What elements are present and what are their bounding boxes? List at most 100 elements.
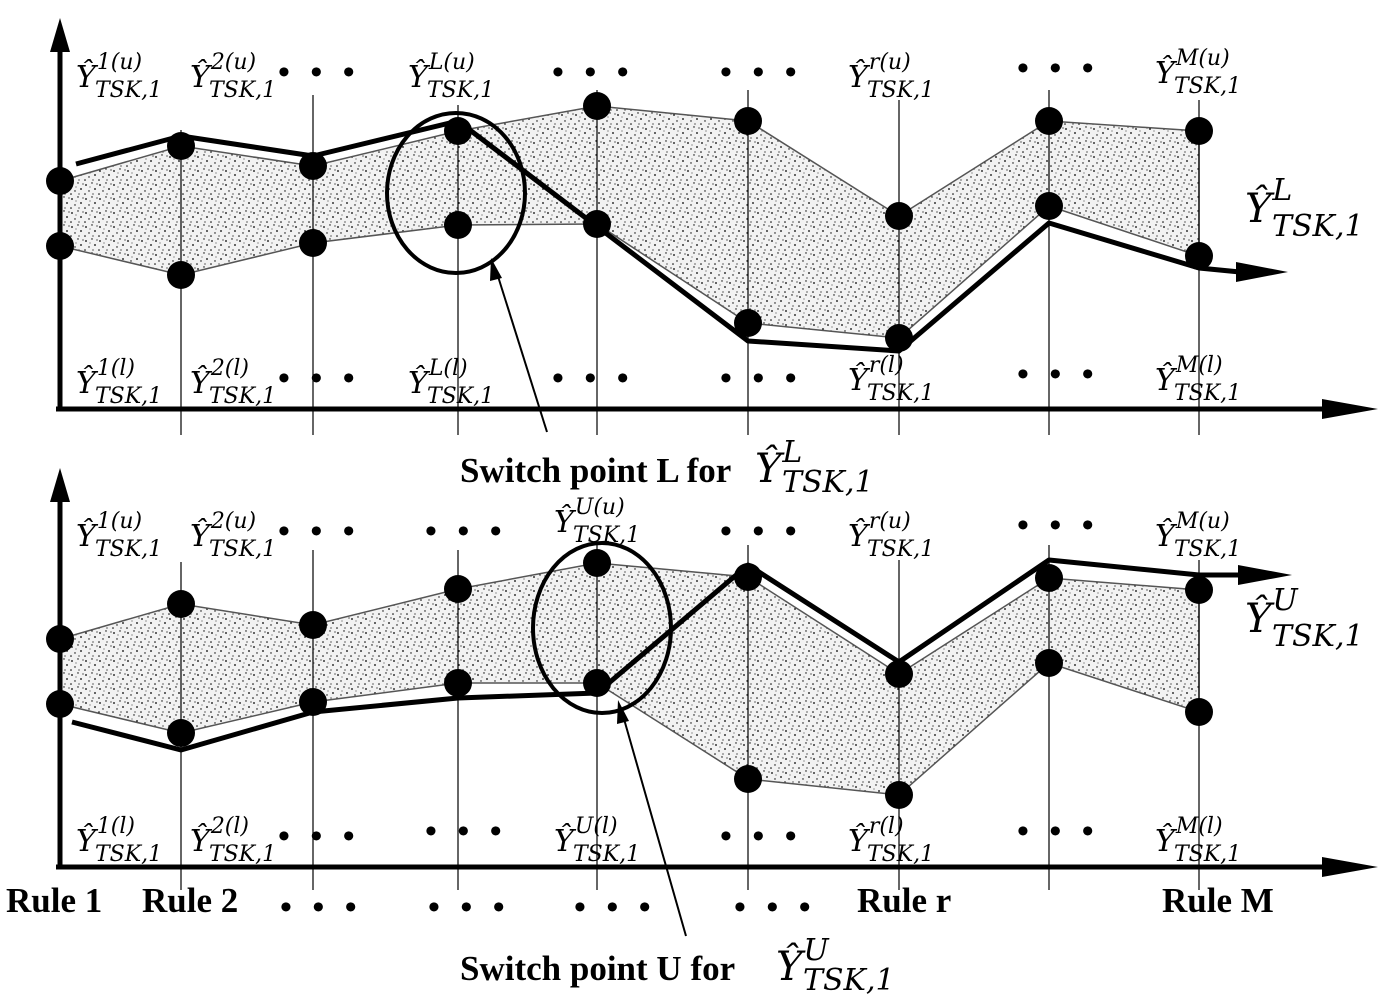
bottom-lower-labels: Ŷ1(l)TSK,1 Ŷ2(l)TSK,1 ŶU(l)TSK,1 Ŷr(l)TS… xyxy=(76,814,1241,867)
top-lower-point xyxy=(1035,192,1063,220)
bottom-upper-label-2: Ŷ2(u)TSK,1 xyxy=(190,509,276,562)
bottom-switch-pointer-arrowhead xyxy=(617,700,629,724)
bottom-lower-point xyxy=(299,688,327,716)
ellipsis-dots: • • • xyxy=(1017,356,1100,393)
top-upper-label-r: Ŷr(u)TSK,1 xyxy=(848,50,934,103)
bottom-x-axis-arrowhead xyxy=(1322,857,1378,877)
top-upper-label-1: Ŷ1(u)TSK,1 xyxy=(76,50,162,103)
top-lower-point xyxy=(444,211,472,239)
ellipsis-dots: • • • xyxy=(280,889,363,926)
top-switch-pointer-arrowhead xyxy=(490,258,502,281)
top-lower-point xyxy=(583,210,611,238)
top-upper-point xyxy=(885,202,913,230)
rule-label-r: Rule r xyxy=(857,881,951,920)
bottom-ellipsis-dots: • • • • • • • • • • • • • • • • • • • • … xyxy=(278,507,1100,855)
ellipsis-dots: • • • xyxy=(720,54,803,91)
ellipsis-dots: • • • xyxy=(734,889,817,926)
bottom-upper-point xyxy=(583,549,611,577)
bottom-upper-point xyxy=(734,563,762,591)
top-upper-point xyxy=(1185,117,1213,145)
top-upper-label-2: Ŷ2(u)TSK,1 xyxy=(190,50,276,103)
bottom-lower-point xyxy=(885,781,913,809)
bottom-lower-label-1: Ŷ1(l)TSK,1 xyxy=(76,814,162,867)
bottom-switch-caption-text: Switch point U for xyxy=(460,949,735,988)
bottom-upper-point xyxy=(1035,564,1063,592)
top-lower-point xyxy=(299,229,327,257)
ellipsis-dots: • • • xyxy=(278,513,361,550)
rule-labels-row: Rule 1 Rule 2 • • • • • • • • • • • • Ru… xyxy=(6,881,1274,926)
bottom-upper-labels: Ŷ1(u)TSK,1 Ŷ2(u)TSK,1 ŶU(u)TSK,1 Ŷr(u)TS… xyxy=(76,495,1241,562)
bottom-switch-pointer-line xyxy=(621,711,687,937)
top-upper-labels: Ŷ1(u)TSK,1 Ŷ2(u)TSK,1 ŶL(u)TSK,1 Ŷr(u)TS… xyxy=(76,46,1241,103)
top-upper-point xyxy=(583,92,611,120)
ellipsis-dots: • • • xyxy=(278,360,361,397)
top-lower-label-2: Ŷ2(l)TSK,1 xyxy=(190,356,276,409)
bottom-upper-label-r: Ŷr(u)TSK,1 xyxy=(848,509,934,562)
bottom-upper-label-U: ŶU(u)TSK,1 xyxy=(554,495,640,548)
bottom-output-arrowhead xyxy=(1238,565,1292,585)
bottom-upper-point xyxy=(444,575,472,603)
ellipsis-dots: • • • xyxy=(720,360,803,397)
bottom-upper-label-M: ŶM(u)TSK,1 xyxy=(1155,509,1241,562)
top-lower-point xyxy=(46,232,74,260)
bottom-panel: Ŷ1(u)TSK,1 Ŷ2(u)TSK,1 ŶU(u)TSK,1 Ŷr(u)TS… xyxy=(6,468,1378,998)
top-switch-caption-text: Switch point L for xyxy=(460,451,731,490)
top-lower-label-M: ŶM(l)TSK,1 xyxy=(1155,353,1241,406)
bottom-lower-point xyxy=(444,669,472,697)
bottom-rule-points xyxy=(46,549,1213,809)
top-output-arrowhead xyxy=(1236,262,1288,282)
bottom-lower-point xyxy=(1185,698,1213,726)
top-upper-point xyxy=(46,167,74,195)
top-output-curve-L xyxy=(75,118,1241,354)
ellipsis-dots: • • • xyxy=(278,818,361,855)
bottom-y-axis-arrowhead xyxy=(50,468,70,502)
bottom-upper-point xyxy=(885,660,913,688)
ellipsis-dots: • • • xyxy=(720,513,803,550)
top-upper-label-M: ŶM(u)TSK,1 xyxy=(1155,46,1241,99)
top-lower-point xyxy=(885,324,913,352)
ellipsis-dots: • • • xyxy=(552,360,635,397)
top-upper-point xyxy=(1035,107,1063,135)
top-upper-point xyxy=(734,107,762,135)
top-panel: Ŷ1(u)TSK,1 Ŷ2(u)TSK,1 ŶL(u)TSK,1 Ŷr(u)TS… xyxy=(46,18,1378,500)
top-upper-point xyxy=(167,132,195,160)
top-lower-label-r: Ŷr(l)TSK,1 xyxy=(848,353,934,406)
bottom-lower-label-r: Ŷr(l)TSK,1 xyxy=(848,814,934,867)
ellipsis-dots: • • • xyxy=(425,513,508,550)
top-switch-point-ellipse xyxy=(385,111,527,275)
ellipsis-dots: • • • xyxy=(720,818,803,855)
top-switch-pointer-line xyxy=(495,269,548,433)
bottom-lower-label-M: ŶM(l)TSK,1 xyxy=(1155,814,1241,867)
bottom-uncertainty-band xyxy=(59,562,1200,796)
bottom-lower-point xyxy=(583,669,611,697)
top-lower-label-1: Ŷ1(l)TSK,1 xyxy=(76,356,162,409)
rule-label-2: Rule 2 xyxy=(142,881,238,920)
top-x-axis-arrowhead xyxy=(1322,399,1378,419)
ellipsis-dots: • • • xyxy=(428,889,511,926)
top-lower-labels: Ŷ1(l)TSK,1 Ŷ2(l)TSK,1 ŶL(l)TSK,1 Ŷr(l)TS… xyxy=(76,353,1241,409)
bottom-switch-point-ellipse xyxy=(531,541,673,715)
top-uncertainty-band xyxy=(59,105,1200,339)
ellipsis-dots: • • • xyxy=(574,889,657,926)
top-upper-label-L: ŶL(u)TSK,1 xyxy=(408,50,494,103)
bottom-lower-label-2: Ŷ2(l)TSK,1 xyxy=(190,814,276,867)
bottom-lower-point xyxy=(46,690,74,718)
ellipsis-dots: • • • xyxy=(1017,813,1100,850)
top-lower-label-L: ŶL(l)TSK,1 xyxy=(408,356,494,409)
bottom-upper-point xyxy=(1185,576,1213,604)
bottom-upper-point xyxy=(46,625,74,653)
rule-label-M: Rule M xyxy=(1162,881,1274,920)
top-rule-points xyxy=(46,92,1213,352)
bottom-upper-point xyxy=(167,590,195,618)
bottom-upper-point xyxy=(299,611,327,639)
top-lower-point xyxy=(1185,242,1213,270)
bottom-lower-point xyxy=(167,719,195,747)
top-ellipsis-dots: • • • • • • • • • • • • • • • • • • • • … xyxy=(278,50,1100,397)
top-y-axis-arrowhead xyxy=(50,18,70,52)
rule-label-1: Rule 1 xyxy=(6,881,102,920)
top-lower-point xyxy=(734,309,762,337)
